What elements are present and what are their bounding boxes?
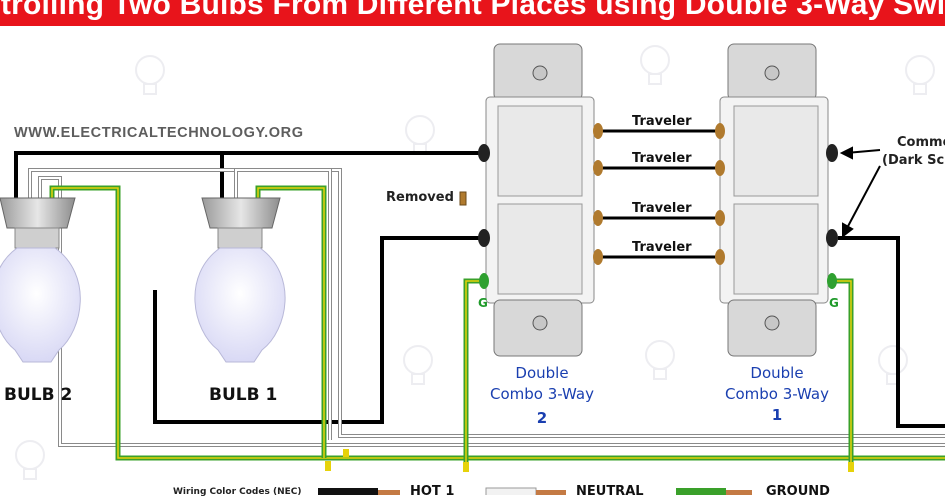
switch-2-traveler-screw bbox=[593, 249, 603, 265]
traveler-label-1: Traveler bbox=[632, 114, 692, 129]
removed-tab-icon bbox=[459, 191, 467, 206]
bg-bulb-icon bbox=[135, 55, 165, 95]
legend-ground-swatch bbox=[676, 488, 726, 495]
switch-1-name-line2: Combo 3-Way bbox=[724, 385, 830, 403]
removed-label: Removed bbox=[386, 190, 454, 205]
neutral-wires bbox=[28, 168, 945, 447]
bulb-1 bbox=[194, 197, 286, 363]
wire-end-tips bbox=[325, 449, 854, 472]
switch-2-name-line2: Combo 3-Way bbox=[489, 385, 595, 403]
switch-2-rocker-bottom bbox=[497, 203, 583, 295]
common-label: Common bbox=[897, 135, 945, 150]
background-bulb-icons bbox=[15, 45, 935, 480]
switch-1-bottom-screw-icon bbox=[764, 315, 780, 331]
legend-ground-label: GROUND bbox=[766, 484, 830, 499]
switch-1-device bbox=[715, 43, 838, 357]
switch-1-rocker-bottom bbox=[733, 203, 819, 295]
bg-bulb-icon bbox=[878, 345, 908, 385]
legend-neutral-swatch bbox=[485, 487, 537, 495]
bg-bulb-icon bbox=[405, 115, 435, 155]
switch-1-traveler-screw bbox=[715, 249, 725, 265]
switch-1-name-line1: Double bbox=[750, 364, 804, 382]
hot-wire-switch2-bottom bbox=[153, 236, 482, 424]
switch-1-common-screw-bottom bbox=[826, 229, 838, 247]
switch-2-ground-screw bbox=[479, 273, 489, 289]
switch-2-common-screw-top bbox=[478, 144, 490, 162]
legend-swatches bbox=[318, 487, 752, 495]
switch-2-common-screw-bottom bbox=[478, 229, 490, 247]
bulb-1-label: BULB 1 bbox=[209, 385, 278, 405]
switch-1-traveler-screw bbox=[715, 160, 725, 176]
switch-1-traveler-screw bbox=[715, 123, 725, 139]
bulb-1-glass bbox=[194, 247, 286, 363]
switch-1-ground-screw bbox=[827, 273, 837, 289]
bulb-2-glass bbox=[0, 247, 81, 363]
switch-2-traveler-screw bbox=[593, 210, 603, 226]
switch-1-rocker-top bbox=[733, 105, 819, 197]
bulb-2-base bbox=[14, 227, 60, 249]
watermark-text: WWW.ELECTRICALTECHNOLOGY.ORG bbox=[14, 125, 304, 141]
legend-prefix: Wiring Color Codes (NEC) bbox=[173, 487, 302, 497]
switch-2-top-screw-icon bbox=[532, 65, 548, 81]
switch-2-number: 2 bbox=[536, 409, 548, 427]
ground-mark-switch-1: G bbox=[829, 296, 839, 310]
switch-2-name-line1: Double bbox=[515, 364, 569, 382]
ground-mark-switch-2: G bbox=[478, 296, 488, 310]
traveler-label-4: Traveler bbox=[632, 240, 692, 255]
bg-bulb-icon bbox=[905, 55, 935, 95]
legend-ground-copper bbox=[726, 490, 752, 495]
switch-2-device bbox=[478, 43, 603, 357]
switch-1-number: 1 bbox=[771, 406, 783, 424]
bg-bulb-icon bbox=[403, 345, 433, 385]
switch-2-traveler-screw bbox=[593, 123, 603, 139]
hot-wire-switch1-common bbox=[838, 236, 945, 428]
switch-1-traveler-screw bbox=[715, 210, 725, 226]
bulb-2 bbox=[0, 197, 81, 363]
bulb-1-cap bbox=[201, 197, 281, 229]
bulb-2-label: BULB 2 bbox=[4, 385, 73, 405]
common-sublabel: (Dark Screw) bbox=[882, 153, 945, 168]
traveler-label-3: Traveler bbox=[632, 201, 692, 216]
switch-2-rocker-top bbox=[497, 105, 583, 197]
common-arrows bbox=[839, 146, 881, 239]
traveler-wires bbox=[600, 129, 718, 259]
bg-bulb-icon bbox=[640, 45, 670, 85]
bulb-2-cap bbox=[0, 197, 76, 229]
legend-neutral-label: NEUTRAL bbox=[576, 484, 644, 499]
traveler-label-2: Traveler bbox=[632, 151, 692, 166]
legend-hot-label: HOT 1 bbox=[410, 484, 455, 499]
bulb-1-base bbox=[217, 227, 263, 249]
legend-neutral-copper bbox=[536, 490, 566, 495]
switch-2-traveler-screw bbox=[593, 160, 603, 176]
switch-1-top-screw-icon bbox=[764, 65, 780, 81]
legend-hot-swatch bbox=[318, 488, 378, 495]
title-bar: Controlling Two Bulbs From Different Pla… bbox=[0, 0, 945, 26]
legend-hot-copper bbox=[378, 490, 400, 495]
page-title: Controlling Two Bulbs From Different Pla… bbox=[0, 0, 945, 21]
bg-bulb-icon bbox=[15, 440, 45, 480]
switch-2-bottom-screw-icon bbox=[532, 315, 548, 331]
bg-bulb-icon bbox=[645, 340, 675, 380]
switch-1-common-screw-top bbox=[826, 144, 838, 162]
hot-wire-bulb2 bbox=[14, 151, 482, 205]
